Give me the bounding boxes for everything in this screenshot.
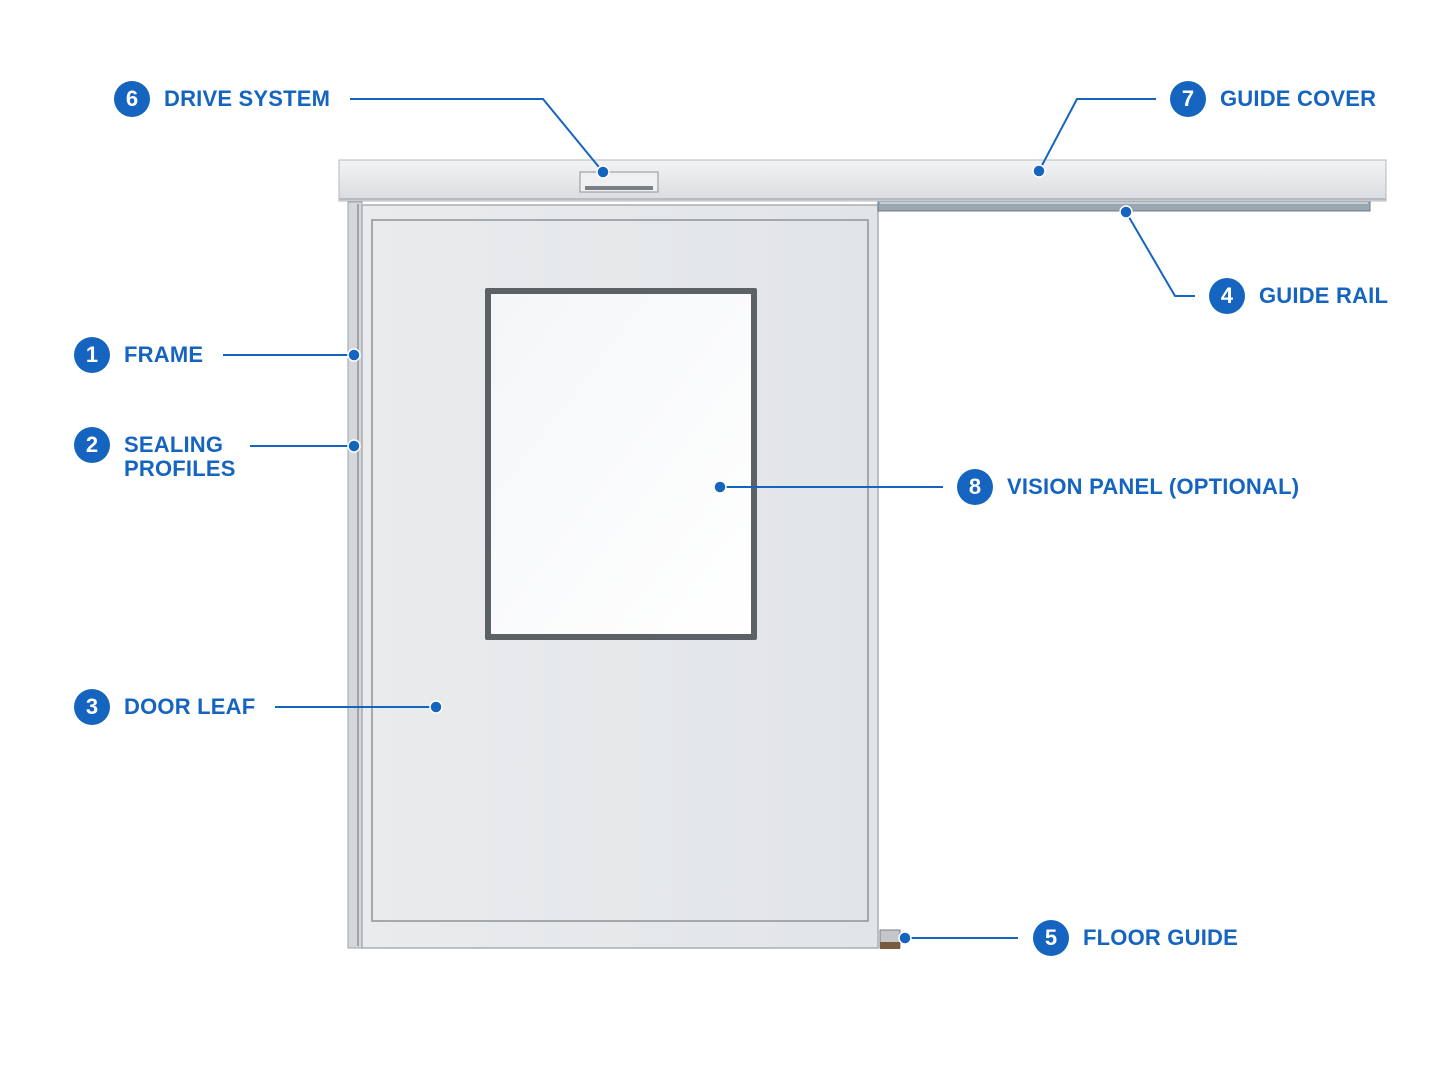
leader-line-guide-cover (1038, 98, 1156, 172)
callout-sealing-profiles: 2 SEALING PROFILES (74, 427, 236, 481)
callout-label: SEALING PROFILES (124, 432, 236, 481)
leader-dot-door-leaf (429, 700, 443, 714)
callout-guide-rail: 4 GUIDE RAIL (1209, 278, 1388, 314)
callout-label: GUIDE RAIL (1259, 283, 1389, 308)
callout-label: GUIDE COVER (1220, 86, 1377, 111)
frame-profile (347, 201, 363, 949)
callout-guide-cover: 7 GUIDE COVER (1170, 81, 1376, 117)
callout-label: DOOR LEAF (124, 694, 256, 719)
leader-dot-guide-cover (1032, 164, 1046, 178)
callout-door-leaf: 3 DOOR LEAF (74, 689, 255, 725)
callout-vision-panel: 8 VISION PANEL (OPTIONAL) (957, 469, 1299, 505)
callout-number-badge: 4 (1209, 278, 1245, 314)
callout-floor-guide: 5 FLOOR GUIDE (1033, 920, 1238, 956)
callout-label: DRIVE SYSTEM (164, 86, 331, 111)
leader-dot-drive-system (596, 165, 610, 179)
leader-line-drive-system (350, 98, 604, 173)
callout-label: FRAME (124, 342, 204, 367)
callout-number-badge: 2 (74, 427, 110, 463)
callout-number-badge: 1 (74, 337, 110, 373)
floor-guide-base (880, 942, 900, 949)
callout-number-badge: 5 (1033, 920, 1069, 956)
drive-system-slot (585, 186, 653, 190)
door-leaf-inset (371, 219, 869, 922)
callout-label: VISION PANEL (OPTIONAL) (1007, 474, 1300, 499)
leader-line-guide-rail (1125, 211, 1195, 297)
vision-panel-glass (491, 294, 751, 634)
callout-number-badge: 8 (957, 469, 993, 505)
callout-label: FLOOR GUIDE (1083, 925, 1238, 950)
callout-frame: 1 FRAME (74, 337, 203, 373)
callout-number-badge: 3 (74, 689, 110, 725)
leader-dot-vision-panel (713, 480, 727, 494)
callout-drive-system: 6 DRIVE SYSTEM (114, 81, 330, 117)
callout-number-badge: 6 (114, 81, 150, 117)
leader-dot-sealing-profiles (347, 439, 361, 453)
leader-dot-floor-guide (898, 931, 912, 945)
leader-dot-frame (347, 348, 361, 362)
guide-cover-housing (338, 159, 1387, 202)
leader-dot-guide-rail (1119, 205, 1133, 219)
callout-number-badge: 7 (1170, 81, 1206, 117)
